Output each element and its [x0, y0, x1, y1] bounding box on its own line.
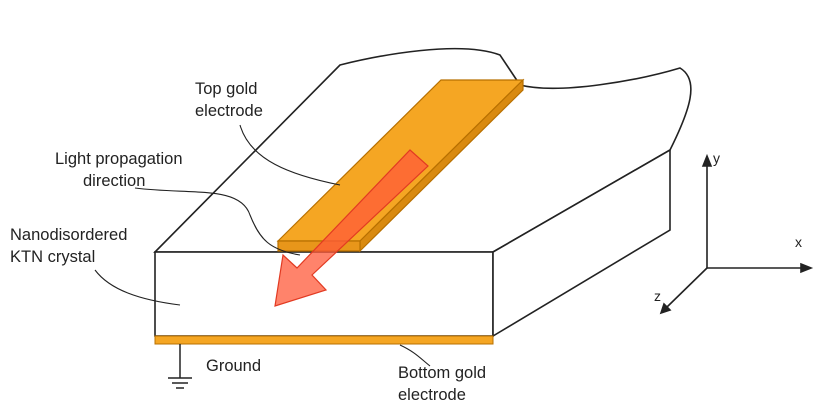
crystal-label-line2: KTN crystal [10, 248, 96, 266]
axis-x-label: x [795, 234, 802, 250]
bottom-electrode-label-line1: Bottom gold [398, 364, 487, 382]
light-propagation-arrow [274, 149, 429, 307]
axis-y-label: y [713, 150, 720, 166]
light-label: Light propagation direction [55, 148, 183, 192]
axis-z-label: z [654, 288, 661, 304]
coordinate-axes [659, 153, 814, 315]
ground-label: Ground [206, 357, 262, 375]
crystal-side-face [492, 148, 671, 338]
top-electrode-label-line2: electrode [195, 102, 263, 120]
light-label-line2: direction [83, 172, 146, 190]
bottom-electrode-label-line2: electrode [398, 386, 466, 404]
light-label-line1: Light propagation [55, 150, 183, 168]
crystal-label-line1: Nanodisordered [10, 226, 128, 244]
leader-top-electrode [239, 124, 341, 186]
ground-symbol [168, 344, 192, 389]
crystal-label: Nanodisordered KTN crystal [10, 224, 127, 268]
leader-crystal [94, 269, 181, 306]
crystal-front-face [154, 251, 494, 337]
bottom-electrode-label: Bottom gold electrode [398, 362, 486, 406]
top-electrode-label-line1: Top gold [195, 80, 258, 98]
bottom-gold-electrode [154, 335, 494, 345]
leader-light [134, 187, 301, 256]
leader-bottom-electrode [399, 344, 431, 367]
top-electrode-label: Top gold electrode [195, 78, 263, 122]
